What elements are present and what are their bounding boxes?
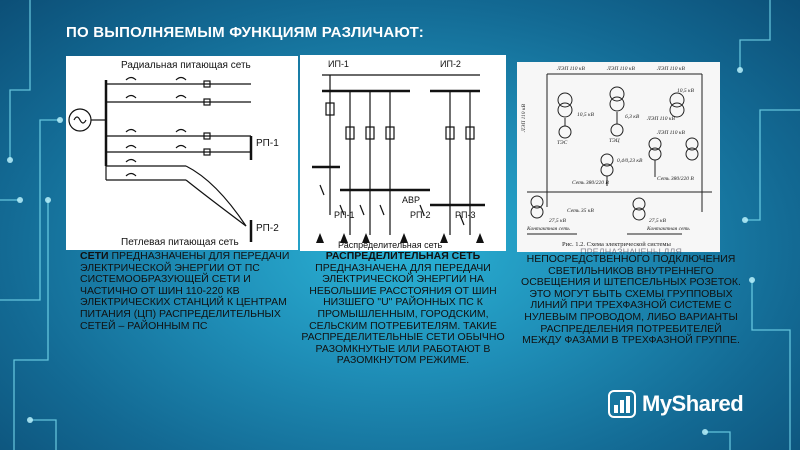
group-network-text: ПРЕДНАЗНАЧЕНЫ ДЛЯ непосредственного подк… — [520, 248, 742, 347]
avr-label: АВР — [402, 195, 420, 205]
myshared-logo[interactable]: MyShared — [608, 389, 744, 419]
p2-rp2-label: РП-2 — [410, 210, 430, 220]
line-label-2: ЛЭП 110 кВ — [606, 66, 635, 72]
supply-network-text: Сети предназначены для передачи электрич… — [80, 250, 290, 332]
distribution-label: Распределительная сеть — [338, 240, 442, 250]
v10-1-label: 10,5 кВ — [577, 112, 595, 118]
side-line-label: ЛЭП 110 кВ — [521, 104, 527, 133]
group-network-body: непосредственного подключения светильник… — [521, 253, 741, 347]
tes-label: ТЭС — [557, 140, 568, 146]
distribution-network-text: Распределительная сеть предназначена для… — [300, 250, 506, 367]
logo-text: MyShared — [642, 391, 744, 416]
p2-rp1-label: РП-1 — [334, 210, 354, 220]
system-caption: Рис. 1.2. Схема электрической системы — [562, 241, 671, 248]
kv27-2-label: 27,5 кВ — [649, 218, 667, 224]
loop-label: Петлевая питающая сеть — [121, 237, 239, 248]
ip1-label: ИП-1 — [328, 59, 349, 69]
line-label-1: ЛЭП 110 кВ — [556, 66, 585, 72]
contact2-label: Контактная сеть — [646, 226, 690, 232]
contact1-label: Контактная сеть — [526, 226, 570, 232]
group-network-ghost-text: ПРЕДНАЗНАЧЕНЫ ДЛЯ — [580, 248, 682, 254]
distribution-network-diagram: ИП-1 ИП-2 АВР РП-1 РП-2 РП-3 Распределит… — [300, 55, 506, 251]
v10-3-label: 10,5 кВ — [677, 88, 695, 94]
net2-label: Сеть 380/220 В — [657, 176, 694, 182]
supply-network-lead: Сети — [80, 250, 109, 262]
line-label-3: ЛЭП 110 кВ — [656, 66, 685, 72]
distribution-network-lead: Распределительная сеть — [325, 250, 481, 262]
rp2-label: РП-2 — [256, 223, 279, 234]
net3-label: Сеть 35 кВ — [567, 208, 594, 214]
slide-title: ПО ВЫПОЛНЯЕМЫМ ФУНКЦИЯМ РАЗЛИЧАЮТ: — [66, 24, 425, 41]
net1-label: Сеть 380/220 В — [572, 180, 609, 186]
v10-2-label: 6,3 кВ — [625, 114, 640, 120]
distribution-network-body: предназначена для передачи электрической… — [301, 261, 505, 367]
supply-network-body: предназначены для передачи электрической… — [80, 250, 290, 332]
radial-label: Радиальная питающая сеть — [121, 60, 251, 71]
v04-label: 0,4/0,23 кВ — [617, 157, 643, 164]
tec-label: ТЭЦ — [609, 138, 621, 144]
radial-network-diagram: Радиальная питающая сеть РП-1 РП-2 Петле… — [66, 56, 298, 250]
myshared-logo-icon — [608, 390, 636, 418]
ip2-label: ИП-2 — [440, 59, 461, 69]
electric-system-diagram: ЛЭП 110 кВ ЛЭП 110 кВ ЛЭП 110 кВ ЛЭП 110… — [517, 62, 720, 252]
line-label-5: ЛЭП 110 кВ — [656, 130, 685, 136]
kv27-1-label: 27,5 кВ — [549, 218, 567, 224]
line-label-4: ЛЭП 110 кВ — [646, 116, 675, 122]
rp1-label: РП-1 — [256, 138, 279, 149]
p2-rp3-label: РП-3 — [455, 210, 475, 220]
